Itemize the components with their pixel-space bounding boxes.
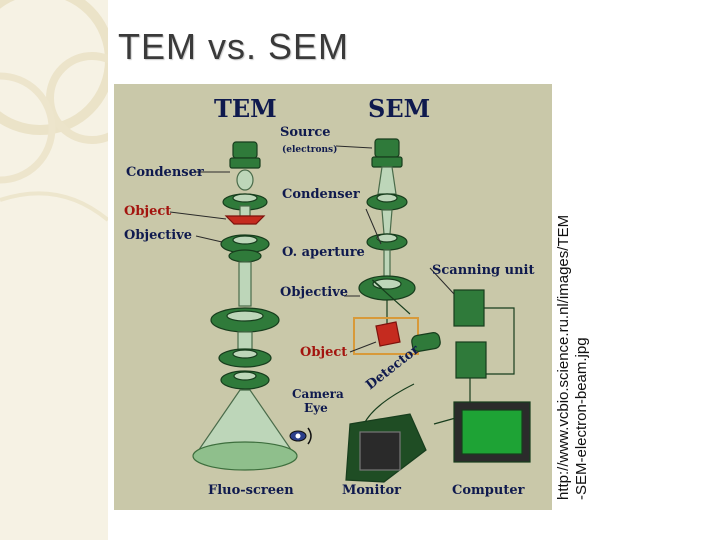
sem-condenser-label: Condenser (282, 187, 360, 202)
source-sublabel: (electrons) (282, 144, 337, 155)
tem-source (232, 141, 258, 159)
camera-label: Camera (292, 387, 344, 401)
monitor-label: Monitor (342, 483, 401, 498)
fluo-screen-shape (192, 441, 298, 471)
tem-object-specimen (224, 215, 266, 225)
tem-heading: TEM (214, 94, 277, 123)
fluo-screen-label: Fluo-screen (208, 483, 294, 498)
tem-vs-sem-diagram: TEM SEM Source (electrons) Condenser Obj… (114, 84, 552, 510)
sem-objective-label: Objective (280, 285, 348, 300)
sem-object-label: Object (300, 345, 347, 360)
tem-beam-top (236, 169, 254, 191)
sem-column (358, 138, 416, 324)
computer-label: Computer (452, 483, 525, 498)
sem-source (374, 138, 400, 158)
camera-eye-icon (289, 427, 312, 445)
monitor-screen (359, 431, 401, 471)
tem-condenser-label: Condenser (126, 165, 204, 180)
sidebar-swirl-ornament (0, 0, 138, 222)
caption-line-1: http://www.vcbio.science.ru.nl/images/TE… (555, 214, 572, 500)
sem-object-specimen (375, 321, 401, 347)
computer-screen (461, 409, 523, 455)
sem-electronics (345, 279, 531, 483)
amplifier-box (455, 341, 487, 379)
eye-label: Eye (304, 401, 328, 415)
tem-column (192, 141, 298, 471)
decorative-sidebar (0, 0, 138, 540)
o-aperture-label: O. aperture (282, 245, 365, 260)
scanning-unit-box (453, 289, 485, 327)
leader-lines (169, 145, 455, 353)
slide-title: TEM vs. SEM (118, 26, 350, 67)
tem-object-label: Object (124, 204, 171, 219)
detector-shape (411, 332, 441, 352)
scanning-unit-label: Scanning unit (432, 263, 534, 278)
image-source-caption: http://www.vcbio.science.ru.nl/images/TE… (555, 60, 591, 500)
source-label: Source (280, 125, 331, 140)
caption-line-2: -SEM-electron-beam.jpg (573, 337, 590, 500)
sem-heading: SEM (368, 94, 430, 123)
tem-objective-label: Objective (124, 228, 192, 243)
